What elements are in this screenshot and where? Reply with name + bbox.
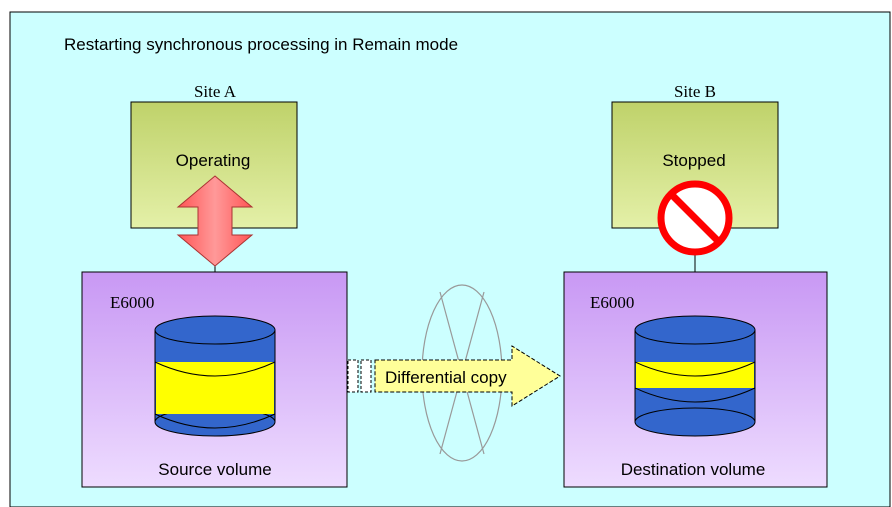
destination-volume-label: Destination volume — [621, 460, 766, 479]
site-b-storage-label: E6000 — [590, 293, 634, 312]
site-a-status: Operating — [176, 151, 251, 170]
destination-disk-icon — [634, 315, 756, 437]
site-b-label: Site B — [674, 82, 716, 101]
differential-copy-label: Differential copy — [385, 368, 507, 387]
site-b-status: Stopped — [662, 151, 725, 170]
site-b-storage — [563, 271, 828, 488]
copy-arrow-icon — [347, 345, 561, 407]
source-disk-icon — [154, 315, 276, 437]
source-volume-label: Source volume — [158, 460, 271, 479]
prohibited-icon — [657, 180, 733, 256]
double-arrow-icon — [176, 175, 254, 267]
diagram-title: Restarting synchronous processing in Rem… — [64, 35, 458, 54]
site-a-label: Site A — [194, 82, 237, 101]
site-a-storage-label: E6000 — [110, 293, 154, 312]
